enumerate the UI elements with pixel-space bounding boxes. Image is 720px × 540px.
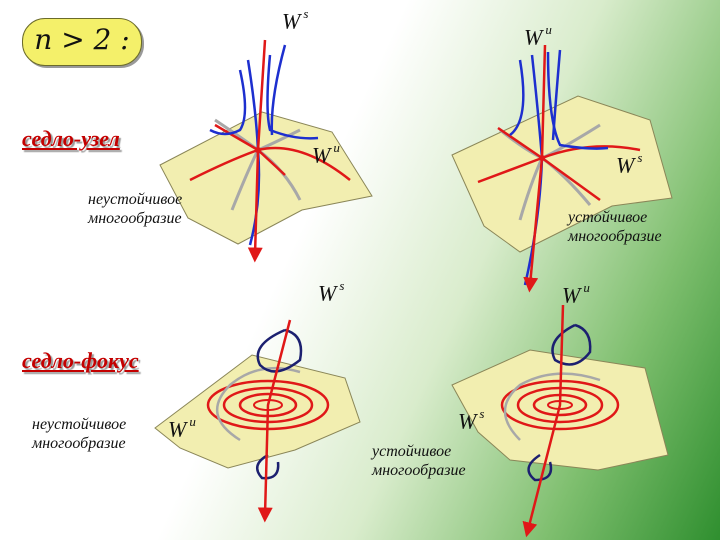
saddle-focus-label: седло-фокус xyxy=(22,348,139,373)
unstable-manifold-caption-top: неустойчивое многообразие xyxy=(88,191,183,227)
saddle-focus-unstable-diagram xyxy=(154,319,361,523)
stable-manifold-caption-top: устойчивое многообразие xyxy=(568,209,662,245)
stable-manifold-caption-bottom: устойчивое многообразие xyxy=(372,443,466,479)
saddle-node-unstable-diagram xyxy=(159,39,373,263)
unstable-manifold-caption-bottom: неустойчивое многообразие xyxy=(32,416,127,452)
saddle-node-label: седло-узел xyxy=(22,126,120,151)
saddle-node-stable-diagram xyxy=(451,44,673,293)
condition-badge: n > 2 : xyxy=(22,18,142,66)
plane xyxy=(159,111,373,245)
plane xyxy=(154,354,361,469)
condition-text: n > 2 : xyxy=(34,23,130,56)
saddle-focus-stable-diagram xyxy=(451,304,669,538)
